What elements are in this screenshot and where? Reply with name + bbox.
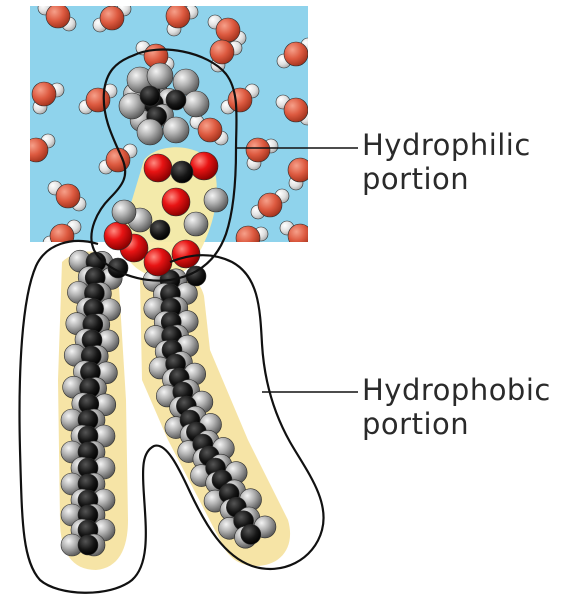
water-oxygen (246, 138, 270, 162)
water-oxygen (236, 226, 260, 250)
head-carbon (166, 90, 186, 110)
water-oxygen (216, 18, 240, 42)
water-oxygen (284, 42, 308, 66)
oxygen-atom (104, 222, 132, 250)
water-oxygen (288, 158, 312, 182)
water-oxygen (46, 4, 70, 28)
water-oxygen (56, 184, 80, 208)
water-oxygen (258, 193, 282, 217)
water-oxygen (210, 40, 234, 64)
water-hydrogen (237, 244, 251, 258)
hydrophilic-label: Hydrophilic portion (362, 128, 531, 196)
water-oxygen (228, 88, 252, 112)
water-oxygen (166, 4, 190, 28)
glycerol-hydrogen (204, 188, 228, 212)
left-tail-carbon (78, 535, 98, 555)
glycerol-carbon (150, 220, 170, 240)
head-hydrogen (183, 91, 209, 117)
oxygen-atom (172, 240, 200, 268)
water-oxygen (24, 138, 48, 162)
water-oxygen (32, 82, 56, 106)
head-hydrogen (137, 119, 163, 145)
oxygen-atom (144, 154, 172, 182)
water-oxygen (198, 118, 222, 142)
hydrophobic-label: Hydrophobic portion (362, 373, 551, 441)
head-hydrogen (147, 63, 173, 89)
glycerol-hydrogen (112, 200, 136, 224)
phosphorus-atom (171, 161, 193, 183)
water-oxygen (288, 224, 312, 248)
water-hydrogen (17, 150, 31, 164)
oxygen-atom (190, 152, 218, 180)
oxygen-atom (144, 248, 172, 276)
water-oxygen (100, 6, 124, 30)
water-oxygen (86, 88, 110, 112)
head-carbon (140, 86, 160, 106)
water-oxygen (284, 98, 308, 122)
hydrophobic-label-line1: Hydrophobic (362, 373, 551, 407)
water-hydrogen (306, 159, 320, 173)
glycerol-carbon (186, 266, 206, 286)
hydrophilic-label-line1: Hydrophilic (362, 128, 531, 162)
hydrophobic-label-line2: portion (362, 407, 551, 441)
hydrophilic-label-line2: portion (362, 162, 531, 196)
head-hydrogen (163, 117, 189, 143)
right-tail-carbon (241, 524, 261, 544)
glycerol-hydrogen (184, 212, 208, 236)
oxygen-atom (162, 188, 190, 216)
